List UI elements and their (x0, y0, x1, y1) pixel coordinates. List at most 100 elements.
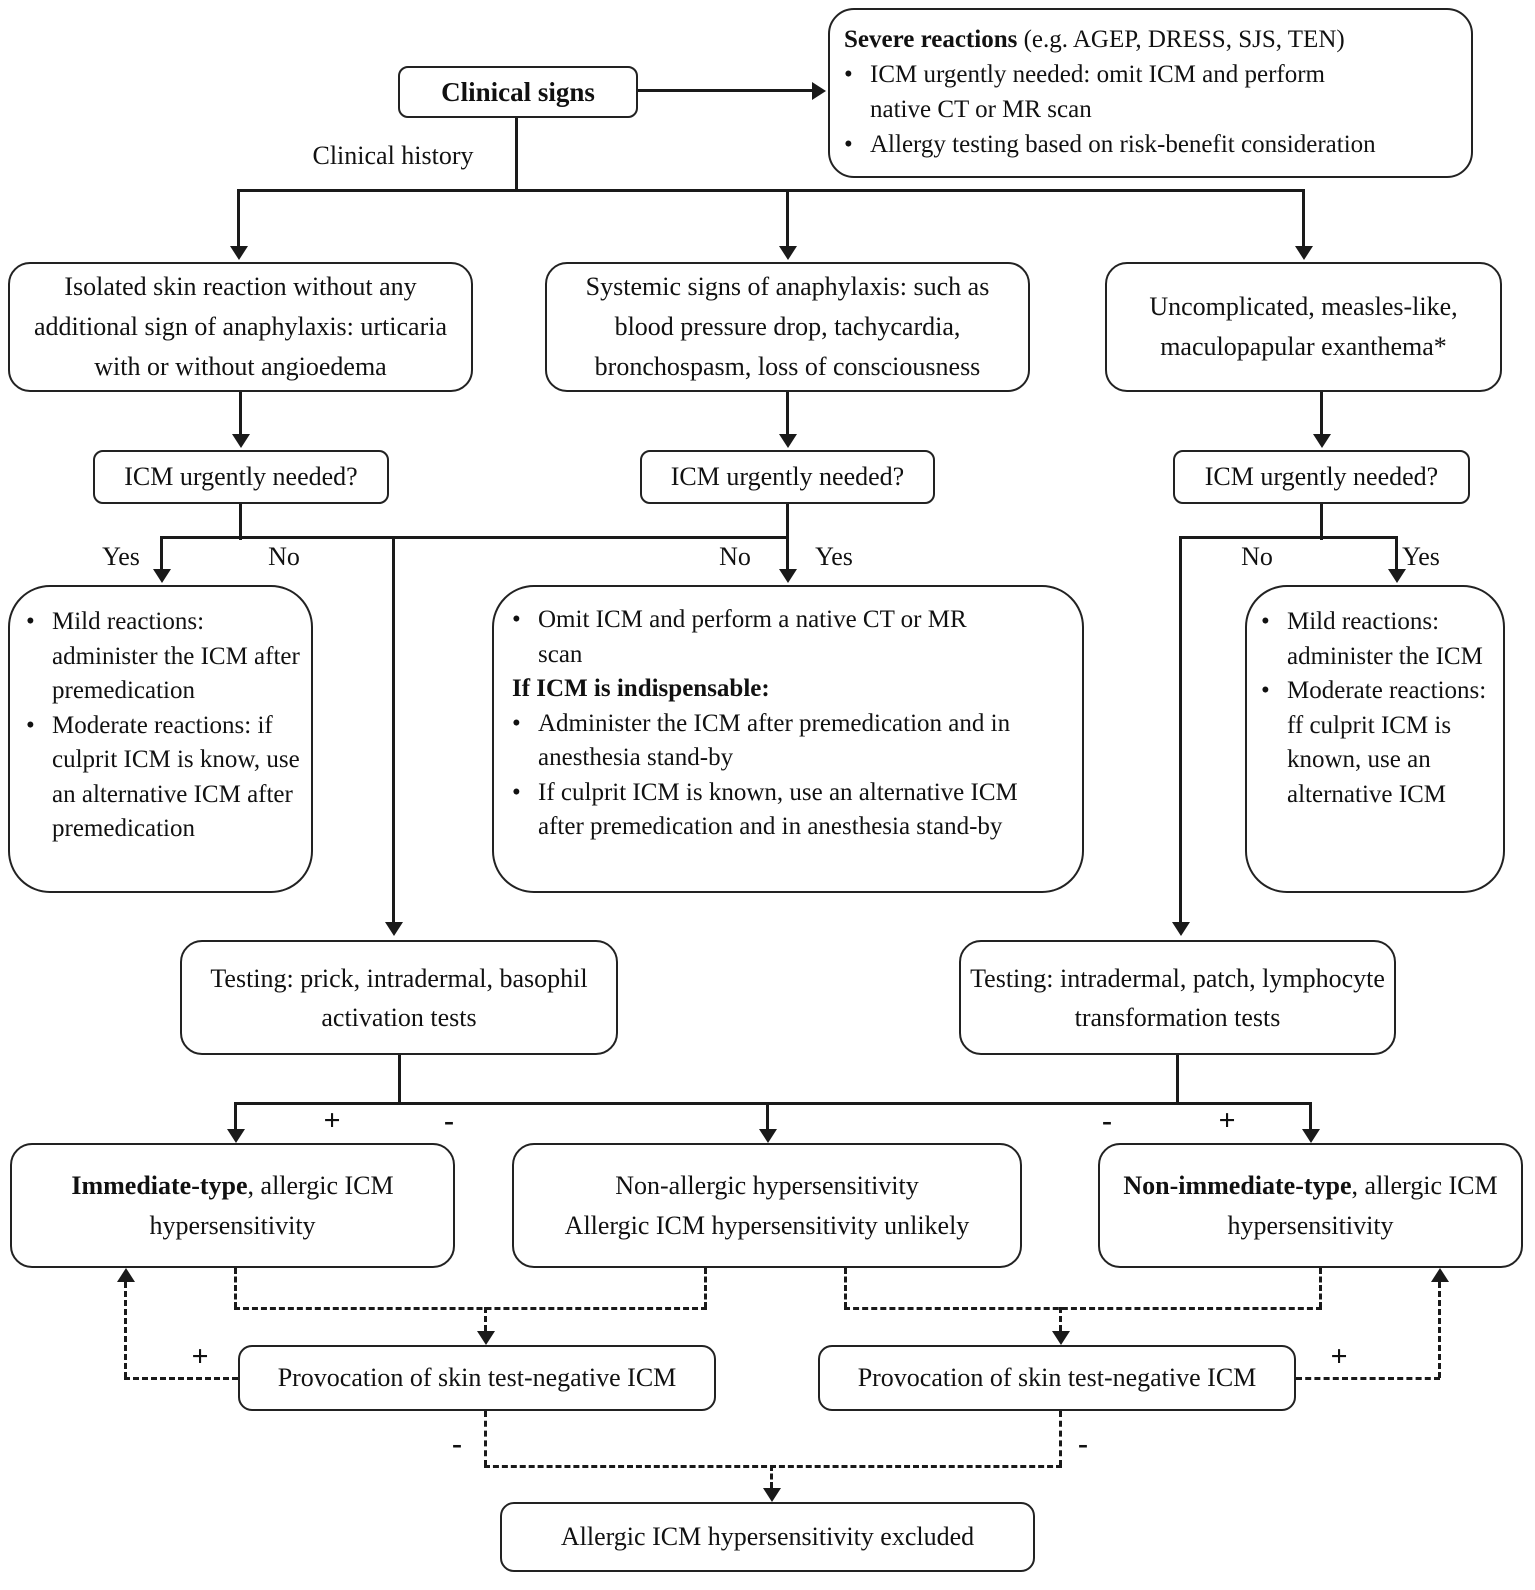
omit-bullet-3: • If culprit ICM is known, use an altern… (512, 776, 1068, 845)
bullet-glyph: • (26, 711, 35, 739)
arrowhead-to-exanthema (1295, 246, 1313, 260)
arrowhead-testing-right (1172, 922, 1190, 936)
node-hypersensitivity-excluded: Allergic ICM hypersensitivity excluded (500, 1502, 1035, 1572)
arrowhead-to-isolated (230, 246, 248, 260)
edge-yes-to-premed-right (1395, 536, 1398, 569)
dashed-minus-down-left (484, 1411, 487, 1466)
edge-isolated-to-icm (239, 392, 242, 434)
edge-clinical-signs-to-severe (638, 89, 812, 92)
premed-right-bullet-2: • Moderate reactions: ff culprit ICM is … (1261, 674, 1497, 812)
node-testing-delayed: Testing: intradermal, patch, lymphocyte … (959, 940, 1396, 1055)
edge-testing-left-down (398, 1055, 401, 1103)
rail-yes-no-left (160, 536, 789, 539)
label-plus-test-left: + (323, 1104, 341, 1137)
bullet-glyph: • (512, 778, 521, 806)
arrowhead-icm-right (1313, 434, 1331, 448)
node-severe-reactions: Severe reactions (e.g. AGEP, DRESS, SJS,… (828, 8, 1473, 178)
dashed-immediate-down (234, 1268, 237, 1308)
arrowhead-immediate-type (227, 1129, 245, 1143)
clinical-signs-label: Clinical signs (441, 77, 595, 107)
arrowhead-testing-left (385, 922, 403, 936)
omit-bullet-1: • Omit ICM and perform a native CT or MR… (512, 603, 1068, 672)
arrowhead-excluded (763, 1488, 781, 1502)
label-yes-right: Yes (1402, 542, 1440, 571)
bullet-glyph: • (512, 606, 521, 633)
node-provocation-left: Provocation of skin test-negative ICM (238, 1345, 716, 1411)
dashed-nonallergic-down-right (844, 1268, 847, 1308)
severe-reactions-title: Severe reactions (e.g. AGEP, DRESS, SJS,… (844, 26, 1345, 53)
node-clinical-signs: Clinical signs (398, 66, 638, 118)
dashed-rail-provocation-right (844, 1307, 1322, 1310)
dashed-nonallergic-down-left (704, 1268, 707, 1308)
arrowhead-up-immediate (117, 1268, 135, 1282)
arrowhead-provocation-right (1052, 1331, 1070, 1345)
edge-icm-right-down (1320, 504, 1323, 540)
premed-left-bullet-2: • Moderate reactions: if culprit ICM is … (26, 709, 303, 847)
edge-to-non-allergic (766, 1102, 769, 1129)
label-plus-test-right: + (1218, 1104, 1236, 1137)
node-icm-urgent-left: ICM urgently needed? (93, 450, 389, 504)
bullet-glyph: • (1261, 677, 1270, 704)
dashed-plus-return-left (124, 1377, 238, 1380)
node-testing-immediate: Testing: prick, intradermal, basophil ac… (180, 940, 618, 1055)
node-systemic-anaphylaxis: Systemic signs of anaphylaxis: such as b… (545, 262, 1030, 392)
label-minus-provocation-right: - (1078, 1427, 1088, 1460)
bullet-glyph: • (26, 608, 35, 635)
node-immediate-type: Immediate-type, allergic ICM hypersensit… (10, 1143, 455, 1268)
arrowhead-premed-left (153, 569, 171, 583)
omit-bold-line: If ICM is indispensable: (512, 675, 770, 702)
bullet-glyph: • (512, 709, 521, 737)
node-if-icm-indispensable: • Omit ICM and perform a native CT or MR… (492, 585, 1084, 893)
label-minus-provocation-left: - (452, 1427, 462, 1460)
edge-exanthema-to-icm (1320, 392, 1323, 434)
edge-no-to-testing-right (1179, 536, 1182, 922)
rail-clinical-history (238, 189, 1305, 192)
non-allergic-line-1: Non-allergic hypersensitivity (615, 1170, 919, 1200)
arrowhead-to-severe (812, 82, 826, 100)
node-provocation-right: Provocation of skin test-negative ICM (818, 1345, 1296, 1411)
node-isolated-skin-reaction: Isolated skin reaction without any addit… (8, 262, 473, 392)
edge-to-immediate-type (234, 1102, 237, 1129)
edge-to-isolated (237, 189, 240, 246)
bullet-glyph: • (844, 131, 853, 158)
arrowhead-up-non-immediate (1431, 1268, 1449, 1282)
label-yes-middle: Yes (815, 542, 853, 571)
label-no-middle: No (719, 542, 751, 571)
arrowhead-to-systemic (779, 246, 797, 260)
label-yes-left: Yes (102, 542, 140, 571)
node-icm-urgent-middle: ICM urgently needed? (640, 450, 935, 504)
edge-yes-to-premed-left (160, 536, 163, 569)
dashed-plus-up-right (1438, 1282, 1441, 1378)
node-maculopapular-exanthema: Uncomplicated, measles-like, maculopapul… (1105, 262, 1502, 392)
rail-test-results (235, 1102, 1312, 1105)
node-non-allergic: Non-allergic hypersensitivity Allergic I… (512, 1143, 1022, 1268)
dashed-to-provocation-right (1059, 1307, 1062, 1331)
dashed-minus-down-right (1059, 1411, 1062, 1466)
label-plus-provocation-left: + (191, 1340, 209, 1373)
bullet-glyph: • (844, 61, 853, 88)
omit-bullet-2: • Administer the ICM after premedication… (512, 707, 1068, 776)
dashed-rail-provocation-left (234, 1307, 707, 1310)
edge-to-systemic (786, 189, 789, 246)
non-allergic-line-2: Allergic ICM hypersensitivity unlikely (564, 1210, 970, 1240)
edge-to-exanthema (1302, 189, 1305, 246)
edge-testing-right-down (1176, 1055, 1179, 1103)
premed-right-bullet-1: • Mild reactions: administer the ICM (1261, 605, 1497, 674)
arrowhead-provocation-left (477, 1331, 495, 1345)
edge-systemic-to-icm (786, 392, 789, 434)
edge-no-to-testing-left (392, 536, 395, 922)
label-minus-test-left: - (444, 1104, 454, 1137)
label-no-right: No (1241, 542, 1273, 571)
edge-icm-left-down (239, 504, 242, 540)
node-non-immediate-type: Non-immediate-type, allergic ICM hyperse… (1098, 1143, 1523, 1268)
label-minus-test-right: - (1102, 1104, 1112, 1137)
dashed-nonimmediate-down (1319, 1268, 1322, 1308)
node-icm-urgent-right: ICM urgently needed? (1173, 450, 1470, 504)
node-premedication-left: • Mild reactions: administer the ICM aft… (8, 585, 313, 893)
label-clinical-history: Clinical history (312, 141, 474, 170)
arrowhead-to-indispensable (779, 569, 797, 583)
dashed-plus-return-right (1296, 1377, 1440, 1380)
dashed-plus-up-left (124, 1282, 127, 1378)
arrowhead-non-immediate-type (1302, 1129, 1320, 1143)
